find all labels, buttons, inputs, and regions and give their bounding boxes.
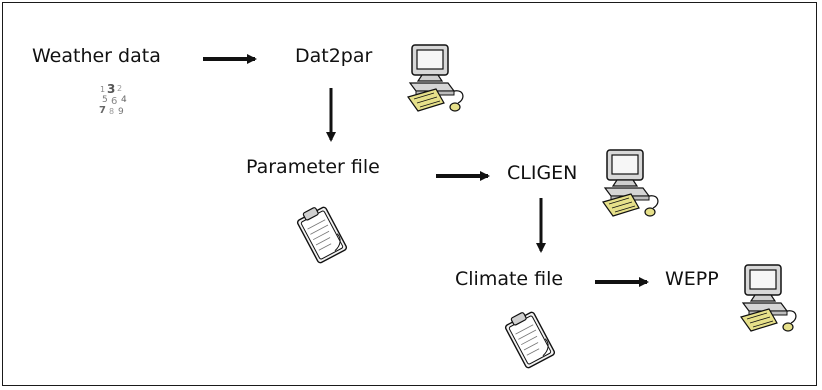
svg-text:7: 7 (99, 105, 106, 116)
numbers-icon: 3 1 2 5 6 4 7 8 9 (99, 82, 127, 117)
clipboard-icon-parameter (294, 202, 349, 265)
computer-icon-cligen (602, 149, 659, 217)
svg-text:4: 4 (121, 95, 127, 105)
svg-text:1: 1 (100, 85, 105, 94)
node-weather-data: Weather data (32, 45, 161, 67)
node-wepp: WEPP (665, 268, 719, 290)
node-parameter-file: Parameter file (246, 156, 380, 178)
node-climate-file: Climate file (455, 268, 564, 290)
computer-icon-wepp (740, 264, 797, 332)
clipboard-icon-climate (502, 307, 557, 370)
svg-text:3: 3 (107, 82, 115, 96)
diagram-frame (2, 2, 817, 386)
svg-text:6: 6 (111, 96, 117, 107)
svg-text:9: 9 (118, 107, 124, 117)
svg-text:2: 2 (117, 84, 122, 93)
svg-text:8: 8 (109, 107, 114, 116)
node-dat2par: Dat2par (295, 45, 373, 67)
svg-text:5: 5 (102, 95, 108, 105)
computer-icon-dat2par (407, 44, 464, 112)
node-cligen: CLIGEN (507, 162, 578, 184)
